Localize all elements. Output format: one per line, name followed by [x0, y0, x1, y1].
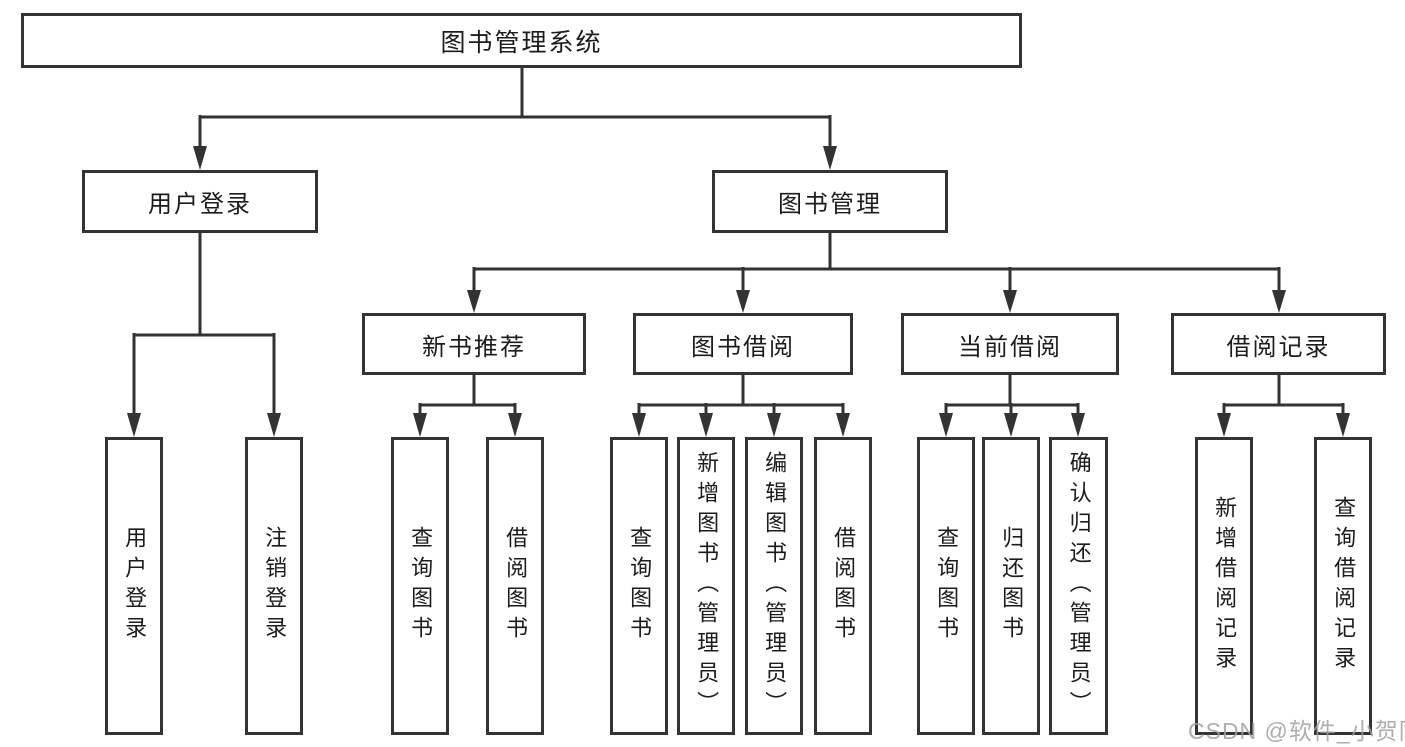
arrow-down-icon	[413, 413, 427, 437]
node-book-borrowing: 图书借阅	[633, 313, 853, 375]
arrow-down-icon	[823, 146, 837, 170]
node-leaf-borrow-books-2: 借阅图书	[814, 437, 872, 735]
connector-root-to-level1	[193, 68, 837, 170]
node-leaf-add-borrow-record: 新增借阅记录	[1195, 437, 1253, 735]
arrow-down-icon	[632, 413, 646, 437]
node-leaf-query-books-1: 查询图书	[391, 437, 449, 735]
node-leaf-query-books-2: 查询图书	[610, 437, 668, 735]
arrow-down-icon	[1272, 290, 1286, 313]
arrow-down-icon	[267, 413, 281, 437]
arrow-down-icon	[699, 413, 713, 437]
connector-borrowing-records-to-leaves	[1217, 375, 1350, 437]
node-leaf-edit-book-admin: 编辑图书（管理员）	[745, 437, 803, 735]
node-leaf-confirm-return-admin: 确认归还（管理员）	[1049, 437, 1108, 735]
node-new-book-recommendation: 新书推荐	[362, 313, 586, 375]
connector-book-borrowing-to-leaves	[632, 375, 850, 437]
arrow-down-icon	[193, 146, 207, 170]
node-leaf-logout: 注销登录	[245, 437, 303, 735]
node-current-borrowing: 当前借阅	[901, 313, 1119, 375]
arrow-down-icon	[1071, 413, 1085, 437]
node-borrowing-records: 借阅记录	[1171, 313, 1386, 375]
arrow-down-icon	[939, 413, 953, 437]
arrow-down-icon	[127, 413, 141, 437]
connector-new-book-recommendation-to-leaves	[413, 375, 522, 437]
node-user-login: 用户登录	[82, 170, 318, 233]
node-leaf-user-login: 用户登录	[105, 437, 163, 735]
arrow-down-icon	[1004, 413, 1018, 437]
node-library-management-system: 图书管理系统	[21, 13, 1022, 68]
connector-user-login-to-leaves	[127, 233, 281, 437]
node-leaf-return-book: 归还图书	[982, 437, 1040, 735]
connector-book-management-to-level2	[467, 233, 1286, 313]
node-leaf-borrow-books-1: 借阅图书	[486, 437, 544, 735]
arrow-down-icon	[467, 290, 481, 313]
arrow-down-icon	[736, 290, 750, 313]
arrow-down-icon	[1336, 413, 1350, 437]
arrow-down-icon	[1217, 413, 1231, 437]
node-leaf-add-book-admin: 新增图书（管理员）	[677, 437, 735, 735]
csdn-watermark: CSDN @软件_小贺同学	[1188, 718, 1405, 744]
arrow-down-icon	[508, 413, 522, 437]
node-leaf-query-books-3: 查询图书	[917, 437, 975, 735]
node-leaf-query-borrow-record: 查询借阅记录	[1314, 437, 1372, 735]
arrow-down-icon	[836, 413, 850, 437]
arrow-down-icon	[767, 413, 781, 437]
node-book-management: 图书管理	[712, 170, 948, 233]
connector-current-borrowing-to-leaves	[939, 375, 1085, 437]
arrow-down-icon	[1003, 290, 1017, 313]
